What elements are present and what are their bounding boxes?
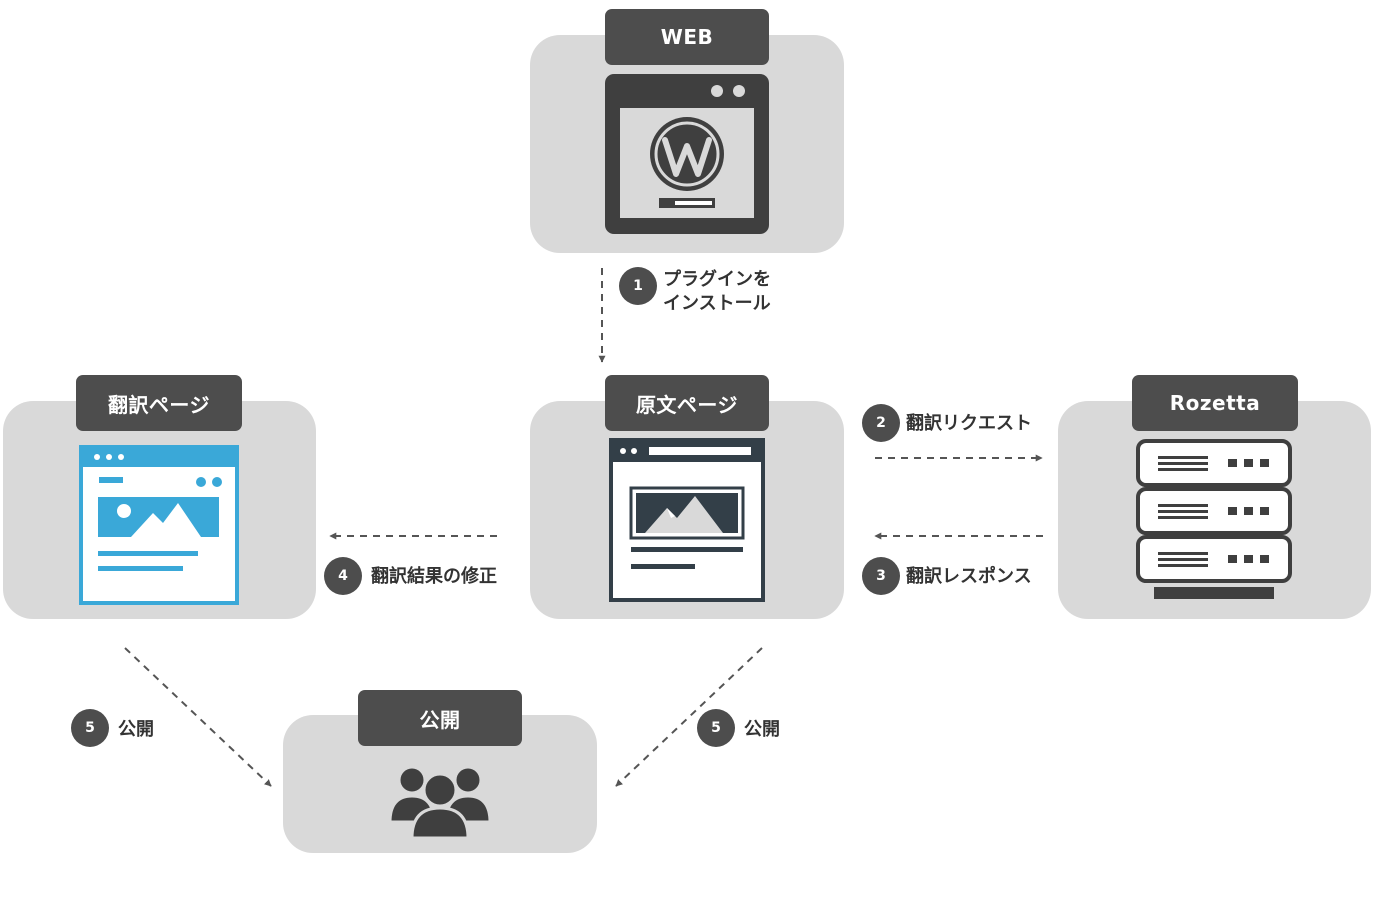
translated-page-label: 翻訳ページ <box>107 392 211 417</box>
step-5-left-badge: 5 <box>71 709 109 747</box>
arrow-publish-left <box>124 647 272 787</box>
users-group-icon <box>388 762 492 840</box>
step-1-label-line1: プラグインを <box>663 269 771 290</box>
translated-page-tab: 翻訳ページ <box>76 375 242 431</box>
translated-webpage-icon <box>79 445 239 605</box>
step-4-badge: 4 <box>324 557 362 595</box>
arrow-publish-right <box>615 647 763 787</box>
step-4-label: 翻訳結果の修正 <box>371 566 497 587</box>
source-page-label: 原文ページ <box>635 392 739 417</box>
step-5-left-label: 公開 <box>118 719 154 740</box>
web-tab: WEB <box>605 9 769 65</box>
step-2-badge: 2 <box>862 404 900 442</box>
step-2-label: 翻訳リクエスト <box>906 413 1032 434</box>
step-5-right-label: 公開 <box>744 719 780 740</box>
wordpress-browser-icon <box>605 74 769 234</box>
publish-tab: 公開 <box>358 690 522 746</box>
step-5-right-badge: 5 <box>697 709 735 747</box>
step-1-label: プラグインを インストール <box>663 268 771 316</box>
rozetta-tab: Rozetta <box>1132 375 1298 431</box>
source-page-tab: 原文ページ <box>605 375 769 431</box>
server-rack-icon <box>1136 439 1292 603</box>
step-1-label-line2: インストール <box>663 293 771 314</box>
source-webpage-icon <box>609 438 765 602</box>
publish-label: 公開 <box>419 707 461 732</box>
step-3-label: 翻訳レスポンス <box>906 566 1032 587</box>
rozetta-label: Rozetta <box>1169 391 1261 415</box>
step-1-badge: 1 <box>619 267 657 305</box>
step-3-badge: 3 <box>862 557 900 595</box>
web-label: WEB <box>660 25 714 49</box>
